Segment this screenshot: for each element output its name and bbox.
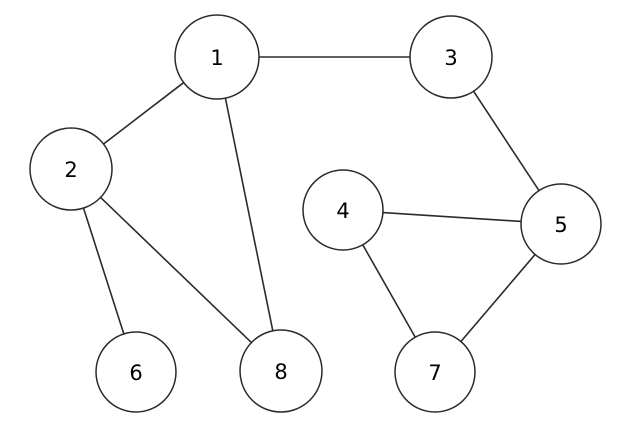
graph-edge-1-8 — [224, 97, 274, 332]
graph-edge-5-7 — [460, 253, 536, 343]
graph-node-circle-4[interactable] — [302, 169, 384, 251]
graph-edge-3-5 — [472, 90, 540, 192]
graph-node-circle-6[interactable] — [95, 331, 177, 413]
graph-node-circle-3[interactable] — [409, 15, 493, 99]
graph-node-circle-1[interactable] — [174, 14, 260, 100]
graph-node-circle-2[interactable] — [29, 127, 113, 211]
graph-node-label-1: 1 — [210, 46, 223, 70]
graph-node-5[interactable]: 5 — [520, 183, 602, 265]
graph-node-circle-7[interactable] — [394, 331, 476, 413]
graph-node-label-5: 5 — [554, 213, 567, 237]
graph-node-1[interactable]: 1 — [174, 14, 260, 100]
graph-edge-2-6 — [82, 207, 125, 335]
graph-node-label-6: 6 — [129, 361, 142, 385]
graph-node-7[interactable]: 7 — [394, 331, 476, 413]
graph-node-3[interactable]: 3 — [409, 15, 493, 99]
graph-node-label-8: 8 — [274, 360, 287, 384]
graph-edge-1-2 — [102, 81, 185, 145]
graph-node-4[interactable]: 4 — [302, 169, 384, 251]
graph-node-2[interactable]: 2 — [29, 127, 113, 211]
graph-edge-4-5 — [382, 211, 522, 223]
graph-node-6[interactable]: 6 — [95, 331, 177, 413]
graph-node-8[interactable]: 8 — [239, 329, 323, 413]
graph-edge-2-8 — [99, 196, 253, 344]
graph-node-label-4: 4 — [336, 199, 349, 223]
graph-node-circle-5[interactable] — [520, 183, 602, 265]
nodes-layer: 1 2 3 4 5 6 7 8 — [29, 14, 602, 413]
graph-node-label-3: 3 — [444, 46, 457, 70]
edges-layer — [82, 56, 540, 344]
graph-node-label-2: 2 — [64, 158, 77, 182]
graph-node-label-7: 7 — [428, 361, 441, 385]
graph-node-circle-8[interactable] — [239, 329, 323, 413]
graph-edge-4-7 — [361, 243, 417, 339]
